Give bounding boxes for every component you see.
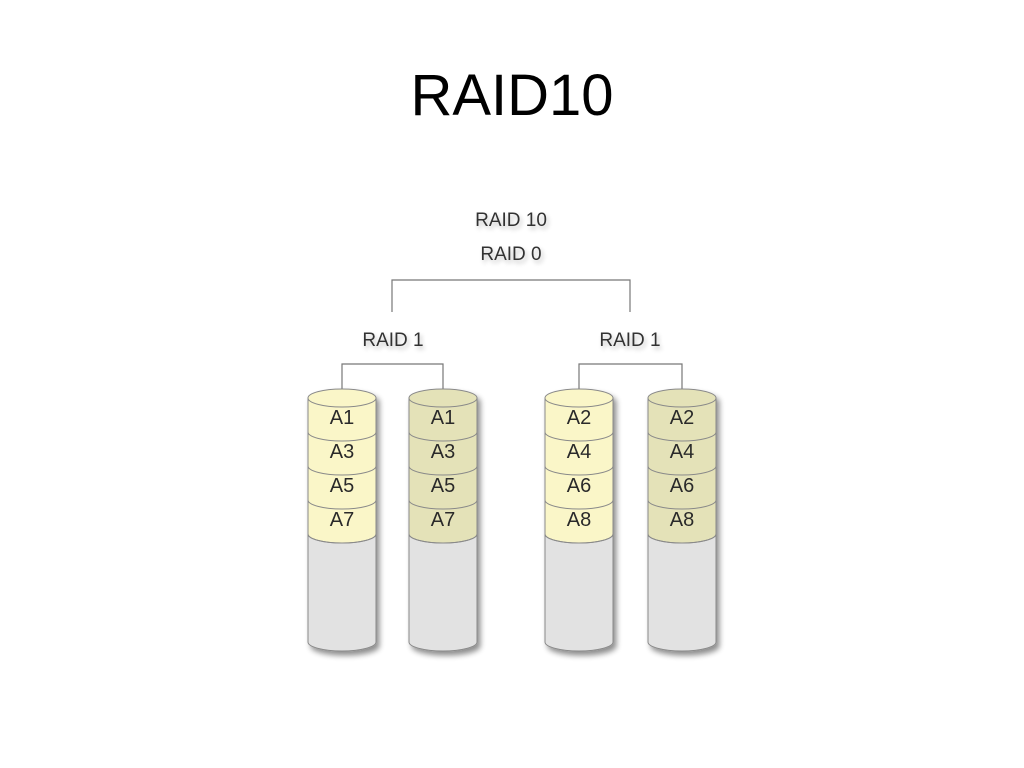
block-separator <box>647 533 717 544</box>
block-label: A4 <box>670 441 694 463</box>
block-label: A3 <box>431 441 455 463</box>
raid1-connector-left <box>341 363 444 392</box>
group-label-left: RAID 1 <box>362 330 423 351</box>
block-separator <box>647 431 717 442</box>
block-separator <box>307 499 377 510</box>
block-label: A8 <box>567 509 591 531</box>
block-label: A7 <box>431 509 455 531</box>
disk-top <box>408 388 478 408</box>
disk-top <box>647 388 717 408</box>
block-label: A2 <box>670 407 694 429</box>
block-label: A8 <box>670 509 694 531</box>
block-label: A2 <box>567 407 591 429</box>
block-separator <box>544 465 614 476</box>
block-label: A3 <box>330 441 354 463</box>
block-separator <box>408 533 478 544</box>
block-label: A1 <box>330 407 354 429</box>
raid10-label: RAID 10 <box>475 210 547 231</box>
block-separator <box>544 431 614 442</box>
block-separator <box>408 465 478 476</box>
block-separator <box>544 533 614 544</box>
raid0-label: RAID 0 <box>480 244 541 265</box>
block-separator <box>647 499 717 510</box>
block-label: A5 <box>330 475 354 497</box>
slide-title: RAID10 <box>410 63 614 128</box>
group-label-right: RAID 1 <box>599 330 660 351</box>
block-separator <box>307 431 377 442</box>
block-separator <box>544 499 614 510</box>
disk-top <box>544 388 614 408</box>
block-label: A6 <box>670 475 694 497</box>
block-separator <box>408 431 478 442</box>
raid1-connector-right <box>578 363 683 392</box>
block-label: A1 <box>431 407 455 429</box>
block-label: A5 <box>431 475 455 497</box>
block-label: A7 <box>330 509 354 531</box>
block-separator <box>307 465 377 476</box>
disk-top <box>307 388 377 408</box>
block-separator <box>307 533 377 544</box>
block-separator <box>408 499 478 510</box>
block-label: A6 <box>567 475 591 497</box>
block-separator <box>647 465 717 476</box>
raid0-connector <box>391 279 631 312</box>
block-label: A4 <box>567 441 591 463</box>
